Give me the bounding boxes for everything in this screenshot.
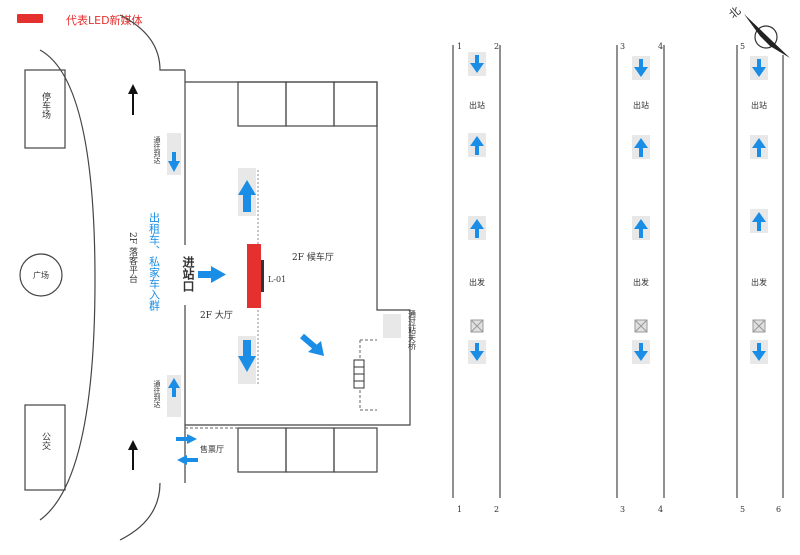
down-arrow-icon <box>168 152 180 172</box>
top-rooms <box>237 81 378 127</box>
up-arrow-icon <box>634 138 648 157</box>
entrance-label: 进站口 <box>181 255 195 293</box>
plaza-label: 广场 <box>33 270 49 280</box>
up-arrow-icon <box>634 219 648 238</box>
down-arrow-icon <box>752 59 766 77</box>
track-number: 2 <box>494 505 499 514</box>
ticket-hall-label: 售票厅 <box>200 444 224 454</box>
overpass-connector <box>353 314 401 411</box>
down-arrow-icon <box>634 59 648 77</box>
to-arrival-bottom-label: 通往到达 <box>153 379 161 409</box>
ticket-hall-arrows-icon <box>176 434 198 465</box>
legend-led-label: 代表LED新媒体 <box>66 13 143 27</box>
track-group-1: 1 2 1 2 出站 出发 <box>452 42 501 514</box>
exit-label: 出站 <box>751 100 767 110</box>
road-up-arrow-icon <box>128 84 138 115</box>
track-number: 3 <box>620 505 625 514</box>
plaza-circle <box>19 253 63 297</box>
legend-led-swatch <box>17 14 43 23</box>
track-number: 5 <box>740 42 745 51</box>
up-arrow-icon <box>752 212 766 231</box>
up-arrow-icon <box>168 378 180 397</box>
diagonal-arrow-icon <box>300 333 324 356</box>
north-arrow-icon <box>744 14 790 58</box>
depart-label: 出发 <box>633 277 649 287</box>
to-arrival-top-label: 通往到达 <box>153 135 161 165</box>
drop-off-platform-label: 2F 落客平台 <box>127 232 138 284</box>
bottom-rooms <box>237 427 378 473</box>
exit-label: 出站 <box>469 100 485 110</box>
led-screen-l01-id: L-01 <box>268 275 286 284</box>
led-screen-l01-frame <box>261 260 264 292</box>
up-arrow-icon <box>470 219 484 238</box>
hall-2f-label: 2F 大厅 <box>200 309 233 321</box>
track-number: 6 <box>776 505 781 514</box>
road-up-arrow-icon <box>128 440 138 470</box>
track-number: 4 <box>658 505 663 514</box>
track-number: 5 <box>740 505 745 514</box>
left-road-outline <box>39 14 185 541</box>
taxi-private-car-label: 出租车、私家车入群 <box>148 211 161 311</box>
depart-label: 出发 <box>469 277 485 287</box>
depart-label: 出发 <box>751 277 767 287</box>
up-arrow-icon <box>238 180 256 212</box>
down-arrow-icon <box>634 343 648 361</box>
parking-label: 停车场 <box>40 91 51 120</box>
parking-box <box>24 69 66 149</box>
bus-label: 公交 <box>40 432 51 451</box>
down-arrow-icon <box>470 55 484 73</box>
track-number: 2 <box>494 42 499 51</box>
track-group-2: 3 4 3 4 出站 出发 <box>616 42 665 514</box>
track-group-3: 5 5 6 出站 出发 <box>736 42 784 514</box>
up-arrow-icon <box>470 136 484 155</box>
track-number: 3 <box>620 42 625 51</box>
waiting-hall-label: 2F 候车厅 <box>292 251 334 263</box>
bus-box <box>24 404 66 491</box>
track-number: 4 <box>658 42 663 51</box>
track-number: 1 <box>457 505 462 514</box>
track-number: 1 <box>457 42 462 51</box>
down-arrow-icon <box>238 340 256 372</box>
up-arrow-icon <box>752 138 766 157</box>
down-arrow-icon <box>752 343 766 361</box>
led-screen-l01 <box>247 244 261 308</box>
exit-label: 出站 <box>633 100 649 110</box>
entrance-arrow-icon <box>198 266 226 283</box>
compass-north-label: 北 <box>727 4 744 21</box>
down-arrow-icon <box>470 343 484 361</box>
overpass-label: 通过站天桥 <box>408 309 417 351</box>
